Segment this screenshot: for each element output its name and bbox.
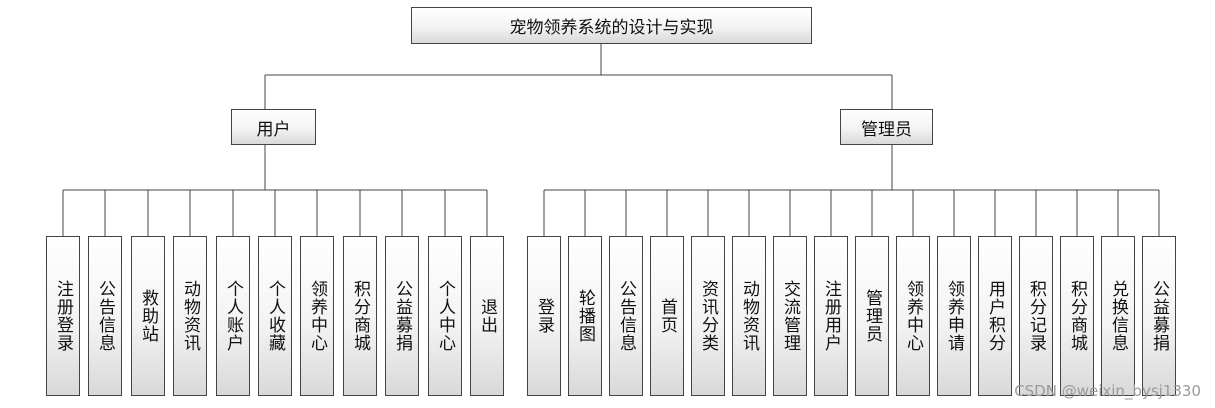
leaf-node: 交流管理	[773, 236, 807, 396]
leaf-node: 公告信息	[609, 236, 643, 396]
root-node: 宠物领养系统的设计与实现	[411, 7, 812, 44]
leaf-node: 公益募捐	[1142, 236, 1176, 396]
leaf-label: 管理员	[862, 289, 882, 343]
leaf-node: 领养申请	[937, 236, 971, 396]
leaf-label: 领养中心	[903, 280, 923, 352]
leaf-node: 积分商城	[343, 236, 377, 396]
leaf-node: 领养中心	[300, 236, 334, 396]
leaf-label: 轮播图	[575, 289, 595, 343]
leaf-node: 退出	[470, 236, 504, 396]
leaf-node: 管理员	[855, 236, 889, 396]
leaf-label: 动物资讯	[180, 280, 200, 352]
leaf-label: 领养申请	[944, 280, 964, 352]
branch-label: 管理员	[861, 119, 912, 140]
leaf-label: 个人收藏	[265, 280, 285, 352]
leaf-label: 兑换信息	[1108, 280, 1128, 352]
leaf-label: 首页	[657, 298, 677, 334]
leaf-label: 注册登录	[53, 280, 73, 352]
leaf-label: 资讯分类	[698, 280, 718, 352]
leaf-label: 登录	[534, 298, 554, 334]
watermark: CSDN @weixin_bysj1330	[1014, 382, 1201, 400]
leaf-label: 用户积分	[985, 280, 1005, 352]
branch-node-admin: 管理员	[840, 109, 933, 145]
leaf-node: 用户积分	[978, 236, 1012, 396]
leaf-node: 登录	[527, 236, 561, 396]
leaf-label: 公告信息	[616, 280, 636, 352]
leaf-node: 动物资讯	[732, 236, 766, 396]
leaf-node: 兑换信息	[1101, 236, 1135, 396]
leaf-label: 公益募捐	[392, 280, 412, 352]
leaf-node: 注册登录	[46, 236, 80, 396]
leaf-label: 公告信息	[95, 280, 115, 352]
leaf-label: 个人中心	[435, 280, 455, 352]
leaf-node: 首页	[650, 236, 684, 396]
leaf-node: 注册用户	[814, 236, 848, 396]
leaf-node: 救助站	[131, 236, 165, 396]
leaf-node: 资讯分类	[691, 236, 725, 396]
leaf-label: 个人账户	[223, 280, 243, 352]
leaf-node: 个人收藏	[258, 236, 292, 396]
branch-node-user: 用户	[231, 109, 316, 145]
leaf-node: 领养中心	[896, 236, 930, 396]
leaf-node: 公告信息	[88, 236, 122, 396]
leaf-label: 救助站	[138, 289, 158, 343]
leaf-node: 个人账户	[216, 236, 250, 396]
root-label: 宠物领养系统的设计与实现	[509, 18, 714, 38]
leaf-label: 积分记录	[1026, 280, 1046, 352]
leaf-label: 注册用户	[821, 280, 841, 352]
leaf-label: 动物资讯	[739, 280, 759, 352]
leaf-label: 积分商城	[1067, 280, 1087, 352]
leaf-label: 退出	[477, 298, 497, 334]
leaf-node: 公益募捐	[385, 236, 419, 396]
leaf-node: 轮播图	[568, 236, 602, 396]
leaf-node: 个人中心	[428, 236, 462, 396]
leaf-node: 积分记录	[1019, 236, 1053, 396]
leaf-label: 积分商城	[350, 280, 370, 352]
leaf-label: 公益募捐	[1149, 280, 1169, 352]
leaf-label: 交流管理	[780, 280, 800, 352]
leaf-label: 领养中心	[307, 280, 327, 352]
leaf-node: 积分商城	[1060, 236, 1094, 396]
leaf-node: 动物资讯	[173, 236, 207, 396]
branch-label: 用户	[256, 119, 291, 140]
